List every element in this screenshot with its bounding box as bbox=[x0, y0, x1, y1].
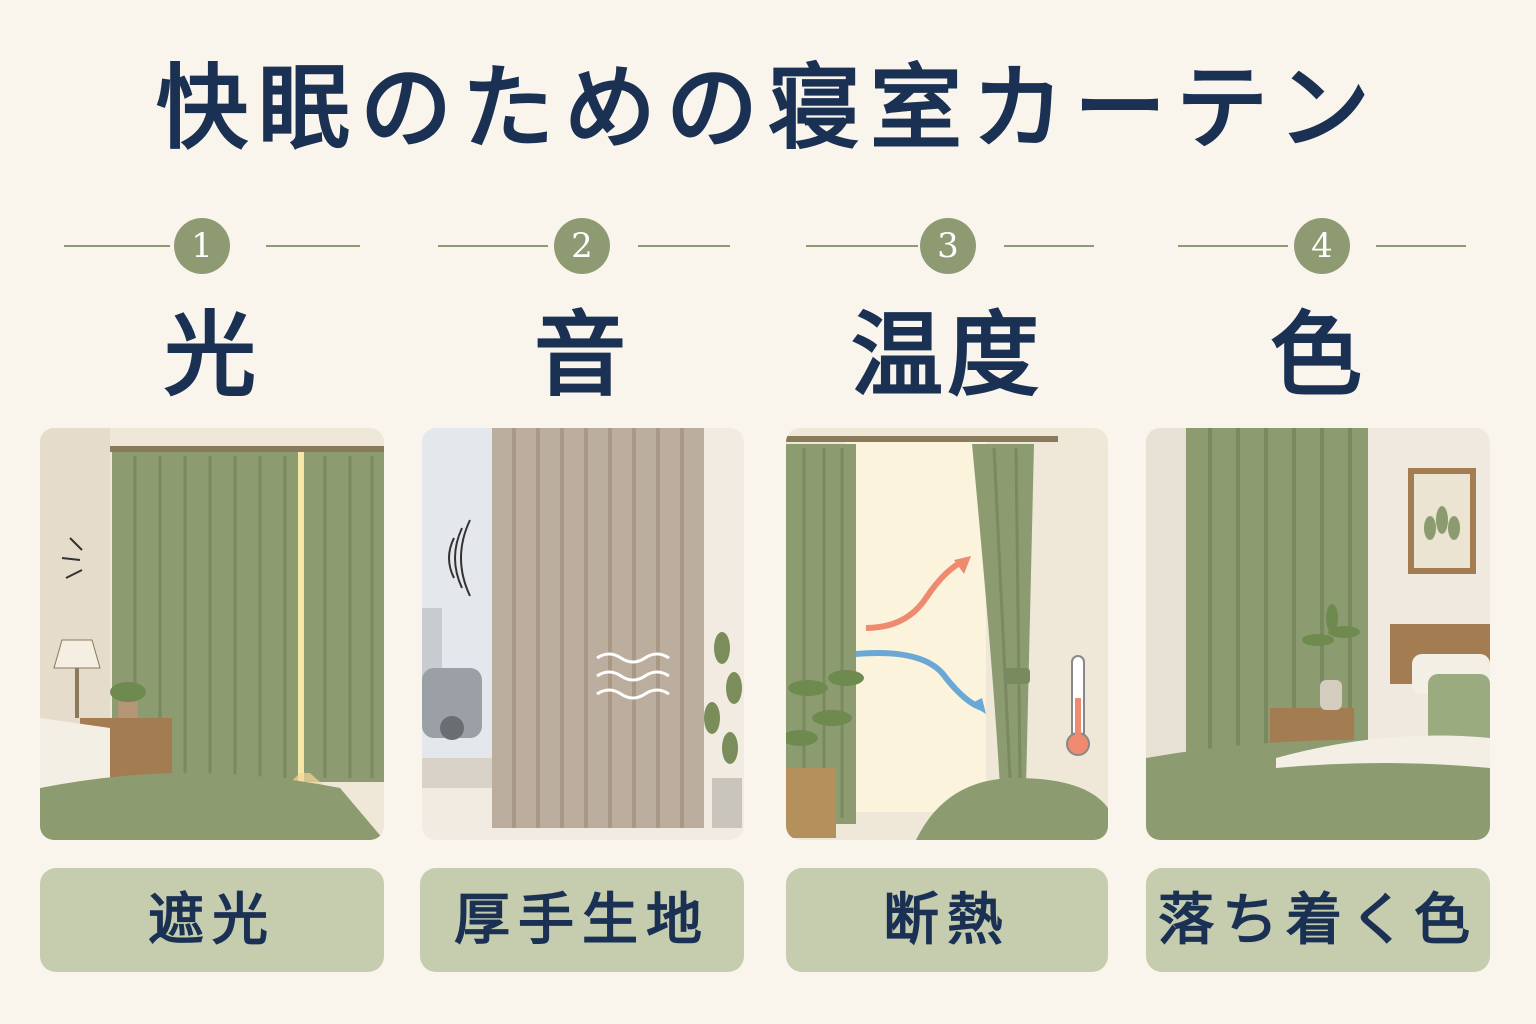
feature-card-4: 4 色 bbox=[1146, 0, 1490, 1024]
step-number-row: 1 bbox=[40, 218, 384, 274]
divider-line bbox=[266, 245, 360, 247]
feature-card-1: 1 光 bbox=[40, 0, 384, 1024]
divider-line bbox=[638, 245, 730, 247]
blackout-curtain-illustration bbox=[40, 428, 384, 840]
insulation-thermometer-illustration bbox=[786, 428, 1108, 840]
step-number-badge: 1 bbox=[174, 218, 230, 274]
feature-heading: 光 bbox=[163, 301, 260, 409]
step-number-row: 3 bbox=[786, 218, 1108, 274]
divider-line bbox=[1178, 245, 1288, 247]
feature-card-2: 2 音 bbox=[420, 0, 744, 1024]
feature-label: 落ち着く色 bbox=[1146, 868, 1490, 972]
divider-line bbox=[806, 245, 918, 247]
feature-card-3: 3 温度 bbox=[786, 0, 1108, 1024]
divider-line bbox=[1004, 245, 1094, 247]
page-title: 快眠のための寝室カーテン bbox=[155, 54, 1380, 162]
feature-label: 厚手生地 bbox=[420, 868, 744, 972]
calm-color-bedroom-illustration bbox=[1146, 428, 1490, 840]
feature-heading: 温度 bbox=[850, 301, 1043, 409]
feature-label: 断熱 bbox=[786, 868, 1108, 972]
divider-line bbox=[64, 245, 170, 247]
step-number-row: 2 bbox=[420, 218, 744, 274]
feature-heading: 色 bbox=[1269, 301, 1366, 409]
step-number-badge: 4 bbox=[1294, 218, 1350, 274]
divider-line bbox=[1376, 245, 1466, 247]
thick-curtain-sound-illustration bbox=[422, 428, 744, 840]
step-number-row: 4 bbox=[1146, 218, 1490, 274]
step-number-badge: 2 bbox=[554, 218, 610, 274]
feature-label: 遮光 bbox=[40, 868, 384, 972]
step-number-badge: 3 bbox=[920, 218, 976, 274]
feature-heading: 音 bbox=[533, 301, 630, 409]
divider-line bbox=[438, 245, 548, 247]
